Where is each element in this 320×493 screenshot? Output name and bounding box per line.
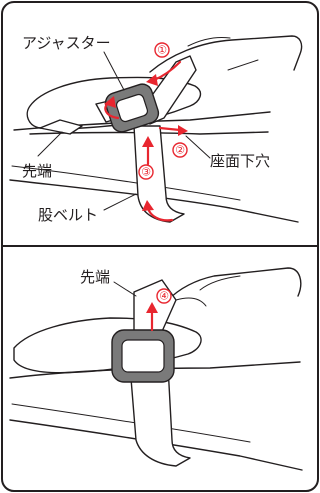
arrow-curl-bottom-head [142,200,154,211]
seat-base-line-bottom-2 [11,403,251,443]
step-number-1: ① [157,44,167,57]
leader-crotch-belt [103,193,137,211]
bottom-panel: ④ 先端 [9,267,303,471]
arrow-step-3-head [142,136,154,147]
arrow-step-2-head [178,125,188,136]
arrow-step-4-head [146,302,158,313]
step-number-4: ④ [159,290,169,303]
label-tip-bottom: 先端 [80,268,110,286]
step-badge-1: ① [154,42,170,58]
step-badge-3: ③ [138,164,154,180]
seat-back-edge [187,37,231,47]
seat-base-line-2 [11,165,241,201]
label-crotch-belt: 股ベルト [38,206,98,224]
leader-seat-hole [185,135,211,159]
label-adjuster: アジャスター [22,34,111,52]
adjuster-buckle-slot-bottom [121,339,165,373]
step-number-3: ③ [141,166,151,179]
label-tip-top: 先端 [22,162,52,180]
arrow-loop-back-head [104,96,116,108]
seat-back-edge-bottom [199,275,241,291]
leader-adjuster [103,51,125,91]
arrow-step-2 [158,126,182,132]
arrow-step-1-head [146,74,158,86]
label-seat-hole: 座面下穴 [210,152,270,170]
adjuster-buckle-top [104,83,160,133]
strap-tip-tab [39,119,83,135]
seat-back-inner [227,59,259,71]
top-panel: ① ② ③ アジャスター 先端 座面下穴 股ベルト [9,34,303,224]
strap-vertical-bottom [129,365,191,467]
seat-base-line-bottom-1 [9,419,303,471]
seat-base-line-1 [9,179,299,223]
seat-line-upper [13,111,271,131]
adjuster-buckle-slot [115,93,149,123]
leader-tip-bottom [113,281,137,297]
leader-tip-top [37,131,63,157]
step-number-2: ② [175,144,185,157]
strap-back-edge [175,297,207,307]
seat-line-bottom [9,361,301,379]
seat-back-outline [149,35,303,73]
step-arrows-top [104,60,188,222]
seat-back-outline-bottom [167,267,302,301]
step-badge-4: ④ [156,288,172,304]
strap-vertical-segment [133,125,185,223]
step-badge-2: ② [172,142,188,158]
step-arrows-bottom [146,302,158,332]
adjuster-buckle-bottom [111,329,175,383]
